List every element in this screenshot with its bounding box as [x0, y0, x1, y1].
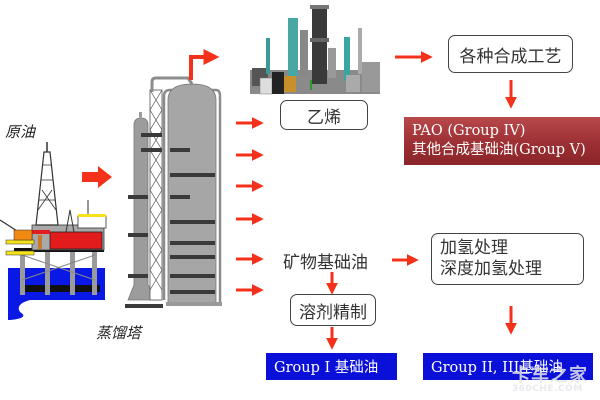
- pao-line2: 其他合成基础油(Group V): [412, 142, 586, 158]
- group1-banner: Group I 基础油: [266, 353, 397, 380]
- solvent-refining-label: 溶剂精制: [299, 302, 367, 323]
- petrochemical-plant-icon: [250, 5, 380, 95]
- distillation-tower-label: 蒸馏塔: [96, 324, 142, 342]
- hydro-line1: 加氢处理: [440, 238, 508, 258]
- arrow-crude-to-tower: [82, 166, 112, 188]
- distillation-tower-icon: [125, 76, 222, 308]
- group1-label: Group I 基础油: [274, 360, 379, 376]
- group23-banner: Group II, III基础油: [423, 353, 593, 380]
- arrow-tower-to-plant: [189, 49, 220, 80]
- solvent-refining-box: 溶剂精制: [290, 294, 376, 326]
- synthesis-processes-box: 各种合成工艺: [448, 35, 573, 73]
- watermark-logo: 卡车之家: [512, 365, 588, 386]
- hydrotreating-box: 加氢处理 深度加氢处理: [431, 233, 584, 285]
- synthesis-processes-label: 各种合成工艺: [459, 46, 562, 67]
- watermark-url: 360CHE.COM: [512, 384, 583, 394]
- pao-group4-5-banner: PAO (Group IV) 其他合成基础油(Group V): [404, 117, 600, 165]
- hydro-line2: 深度加氢处理: [440, 259, 542, 279]
- group23-label: Group II, III基础油: [431, 360, 563, 376]
- ethylene-label: 乙烯: [307, 107, 341, 128]
- pao-line1: PAO (Group IV): [412, 123, 526, 139]
- crude-oil-label: 原油: [5, 123, 36, 141]
- ethylene-box: 乙烯: [280, 100, 368, 130]
- offshore-oil-rig-icon: [0, 142, 107, 320]
- mineral-base-oil-label: 矿物基础油: [283, 253, 368, 273]
